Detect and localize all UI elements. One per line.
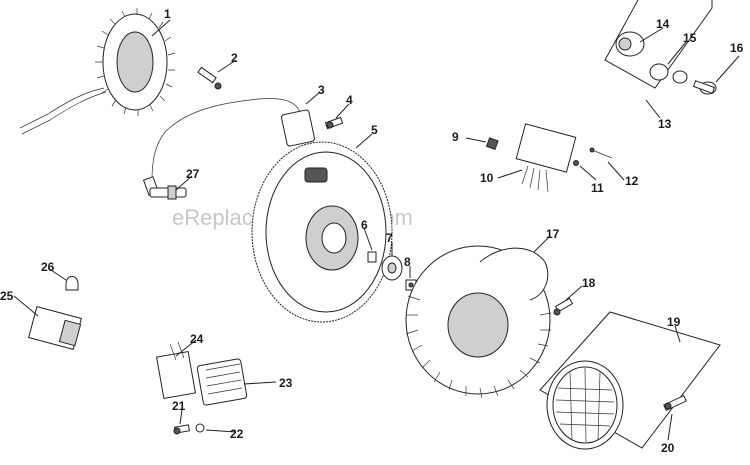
part-clip-26[interactable] [65,276,79,291]
callout-11: 11 [591,181,604,195]
callout-22: 22 [230,427,244,441]
part-connector-25[interactable] [28,305,82,351]
callout-13: 13 [658,117,672,131]
leader-lines [13,19,740,441]
callout-27: 27 [186,167,200,181]
part-ignition-module[interactable] [142,98,315,196]
part-rectifier-10[interactable] [515,123,577,193]
part-screw-21[interactable] [173,424,190,435]
callout-6: 6 [361,218,368,232]
callout-8: 8 [404,255,411,269]
callout-2: 2 [231,51,238,65]
part-key-6[interactable] [367,251,377,263]
part-screw-20[interactable] [663,394,687,412]
callout-20: 20 [661,441,675,455]
callout-15: 15 [683,31,697,45]
part-screw-2[interactable] [197,66,222,90]
part-fan-17[interactable] [405,245,552,399]
callout-25: 25 [0,289,14,303]
callout-18: 18 [582,276,596,290]
callout-labels: 1 2 3 4 5 6 7 8 9 10 11 12 13 14 15 16 1… [0,7,744,455]
part-spark-plug[interactable] [149,185,187,200]
callout-26: 26 [41,260,55,274]
callout-23: 23 [279,376,293,390]
callout-24: 24 [190,332,204,346]
part-flywheel[interactable] [251,141,393,323]
part-screw-18[interactable] [553,297,574,316]
part-clip-9[interactable] [485,137,499,151]
part-screw-12[interactable] [589,147,613,159]
callout-5: 5 [371,123,378,137]
part-washer-7[interactable] [381,255,403,281]
callout-3: 3 [318,83,325,97]
part-washer-11[interactable] [573,160,579,166]
part-grass-screen-assembly[interactable] [539,311,721,450]
part-washer-22[interactable] [195,423,205,433]
part-bracket-24[interactable] [156,341,196,400]
part-screw-4[interactable] [324,116,344,130]
callout-1: 1 [164,7,171,21]
callout-4: 4 [346,93,353,107]
callout-7: 7 [386,231,393,245]
callout-12: 12 [625,174,639,188]
part-regulator-23[interactable] [196,358,248,406]
part-key-switch-assembly[interactable] [604,0,717,95]
callout-16: 16 [730,41,744,55]
callout-10: 10 [480,171,494,185]
callout-17: 17 [546,227,560,241]
callout-19: 19 [667,315,681,329]
callout-14: 14 [656,17,670,31]
callout-21: 21 [172,399,186,413]
part-stator[interactable] [19,8,176,135]
callout-9: 9 [452,130,459,144]
